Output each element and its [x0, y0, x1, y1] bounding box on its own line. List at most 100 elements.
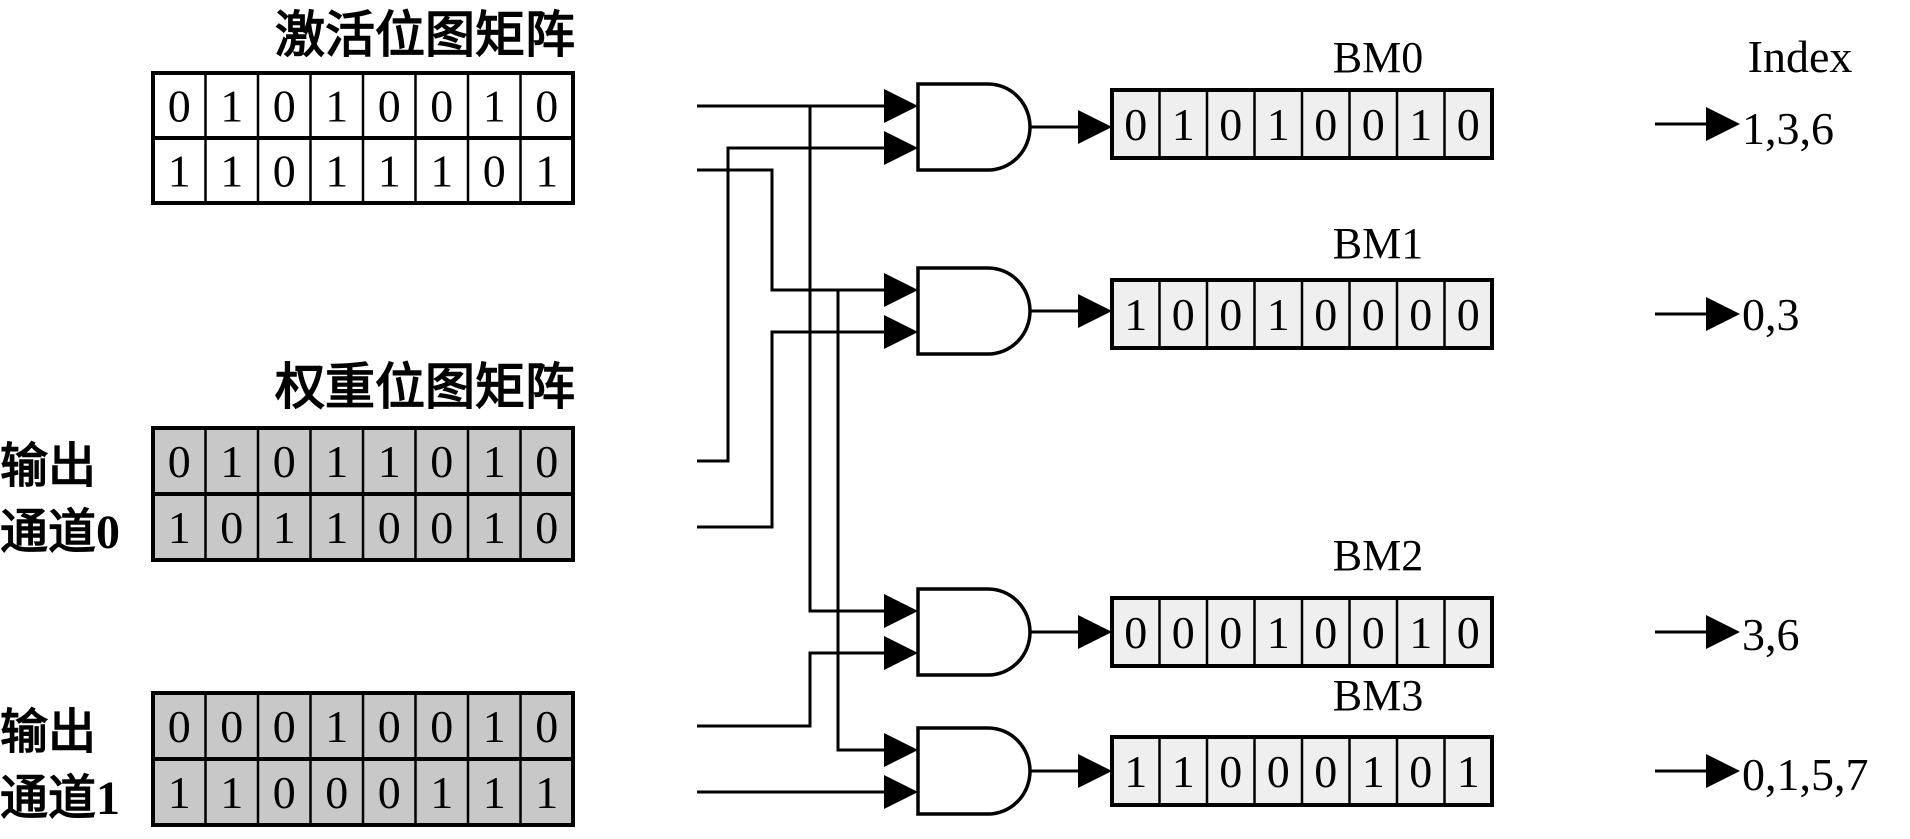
bit-cell: 0 — [1124, 607, 1147, 658]
bit-cell: 0 — [535, 436, 558, 487]
arrowhead — [884, 733, 918, 767]
bit-cell: 0 — [1362, 607, 1385, 658]
index-header: Index — [1748, 31, 1853, 82]
arrowhead — [1706, 297, 1740, 331]
bit-cell: 1 — [1267, 99, 1290, 150]
bm3-title: BM3 — [1333, 671, 1423, 720]
bit-cell: 0 — [378, 701, 401, 752]
bit-cell: 0 — [1314, 746, 1337, 797]
bit-cell: 0 — [535, 701, 558, 752]
bit-cell: 0 — [273, 146, 296, 197]
bit-cell: 1 — [220, 436, 243, 487]
bit-cell: 0 — [1409, 289, 1432, 340]
activation-matrix-title: 激活位图矩阵 — [275, 7, 575, 63]
bit-cell: 0 — [273, 767, 296, 818]
bit-cell: 1 — [220, 767, 243, 818]
bit-cell: 1 — [378, 436, 401, 487]
bit-cell: 1 — [168, 767, 191, 818]
bm3-index: 0,1,5,7 — [1742, 749, 1869, 800]
bit-cell: 0 — [1124, 99, 1147, 150]
bit-cell: 0 — [535, 502, 558, 553]
bit-cell: 0 — [430, 701, 453, 752]
wire — [808, 106, 895, 613]
bit-cell: 0 — [273, 436, 296, 487]
bit-cell: 1 — [1457, 746, 1480, 797]
arrowhead — [1706, 107, 1740, 141]
bit-cell: 0 — [430, 502, 453, 553]
arrowhead — [884, 89, 918, 123]
bit-cell: 0 — [1219, 289, 1242, 340]
bit-cell: 1 — [168, 146, 191, 197]
and-gate-3 — [916, 726, 1032, 816]
bit-cell: 0 — [430, 81, 453, 132]
bit-cell: 0 — [1172, 607, 1195, 658]
arrowhead — [1078, 110, 1112, 144]
and-gates — [916, 82, 1032, 816]
bit-cell: 1 — [325, 436, 348, 487]
arrowhead — [1078, 615, 1112, 649]
arrowhead — [884, 636, 918, 670]
bit-cell: 0 — [483, 146, 506, 197]
bit-cell: 1 — [1172, 746, 1195, 797]
and-gate-0 — [916, 82, 1032, 172]
arrowhead — [1078, 294, 1112, 328]
bit-cell: 1 — [483, 436, 506, 487]
wire — [697, 146, 895, 463]
arrowhead — [1706, 754, 1740, 788]
bit-cell: 0 — [378, 81, 401, 132]
weight-matrix-title: 权重位图矩阵 — [274, 359, 575, 415]
and-gate-2 — [916, 587, 1032, 677]
arrowhead — [884, 775, 918, 809]
output-channel-1-label-line1: 输出 — [0, 706, 96, 759]
bit-cell: 1 — [483, 502, 506, 553]
bit-cell: 0 — [1219, 99, 1242, 150]
bit-cell: 1 — [1409, 99, 1432, 150]
bit-cell: 0 — [1409, 746, 1432, 797]
bit-cell: 1 — [1267, 607, 1290, 658]
bit-cell: 1 — [1124, 746, 1147, 797]
bm1-index: 0,3 — [1742, 289, 1800, 340]
bit-cell: 0 — [430, 436, 453, 487]
wire — [836, 290, 895, 752]
bit-cell: 1 — [220, 81, 243, 132]
bm2-index: 3,6 — [1742, 609, 1800, 660]
bit-cell: 0 — [378, 767, 401, 818]
arrowhead — [884, 594, 918, 628]
arrowhead — [1706, 615, 1740, 649]
wire — [697, 168, 895, 292]
arrowhead — [1078, 754, 1112, 788]
bit-cell: 1 — [325, 146, 348, 197]
bit-cell: 0 — [325, 767, 348, 818]
bit-cell: 0 — [220, 701, 243, 752]
bit-cell: 0 — [1362, 99, 1385, 150]
bit-cell: 1 — [273, 502, 296, 553]
bit-cell: 0 — [1457, 289, 1480, 340]
wires — [697, 104, 1715, 794]
bit-cell: 0 — [1172, 289, 1195, 340]
output-channel-1-label-line2: 通道1 — [0, 772, 120, 825]
bit-cell: 0 — [1267, 746, 1290, 797]
bit-cell: 0 — [1219, 746, 1242, 797]
bit-cell: 1 — [325, 502, 348, 553]
and-gate-1 — [916, 266, 1032, 356]
bit-cell: 0 — [1457, 607, 1480, 658]
bit-cell: 1 — [483, 701, 506, 752]
bit-cell: 0 — [168, 81, 191, 132]
bit-cell: 1 — [535, 767, 558, 818]
